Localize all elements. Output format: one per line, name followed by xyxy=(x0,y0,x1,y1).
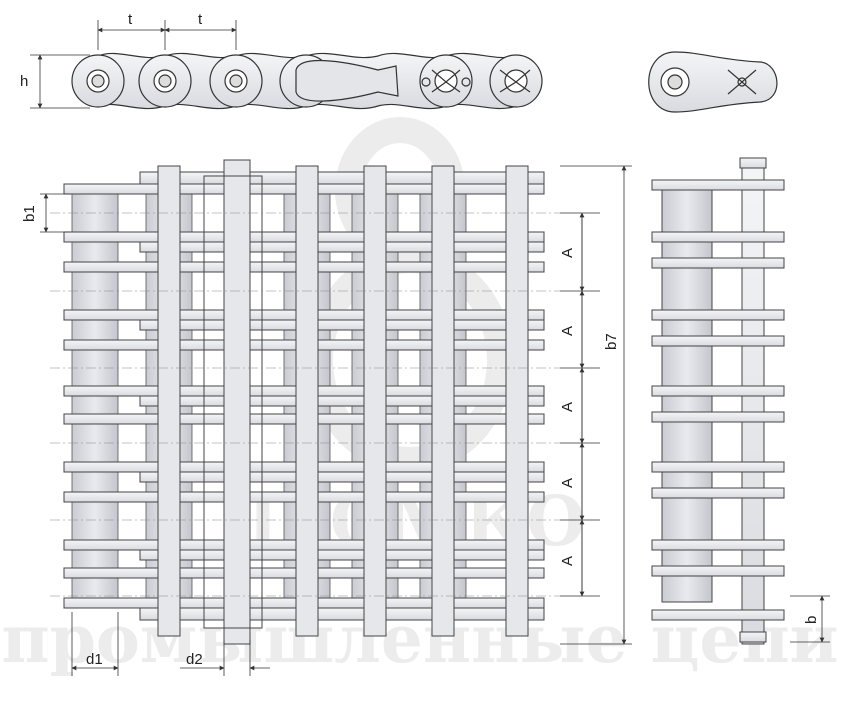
cotter-pins xyxy=(421,69,531,93)
dimension-labels: t t h b1 A A A A A b7 d1 d2 b xyxy=(20,11,820,668)
spring-clip xyxy=(295,60,399,102)
label-d2: d2 xyxy=(186,651,203,668)
label-d1: d1 xyxy=(86,651,103,668)
dimensions xyxy=(30,20,830,676)
label-pitch-1: t xyxy=(128,11,133,28)
centerlines xyxy=(50,212,560,597)
label-A-2: A xyxy=(559,326,576,336)
label-b: b xyxy=(803,616,820,624)
label-b7: b7 xyxy=(603,333,620,350)
connecting-link xyxy=(203,175,263,629)
chain-right-view xyxy=(651,157,785,645)
chain-side-view xyxy=(71,52,543,110)
label-height: h xyxy=(20,73,28,90)
label-A-4: A xyxy=(559,478,576,488)
label-A-1: A xyxy=(559,248,576,258)
chain-end-view xyxy=(648,51,778,113)
label-b1: b1 xyxy=(21,205,38,222)
side-pin-centers xyxy=(91,74,243,88)
pins xyxy=(157,159,529,645)
label-A-3: A xyxy=(559,402,576,412)
label-A-5: A xyxy=(559,556,576,566)
chain-plan-view xyxy=(50,159,560,645)
label-pitch-2: t xyxy=(198,11,203,28)
